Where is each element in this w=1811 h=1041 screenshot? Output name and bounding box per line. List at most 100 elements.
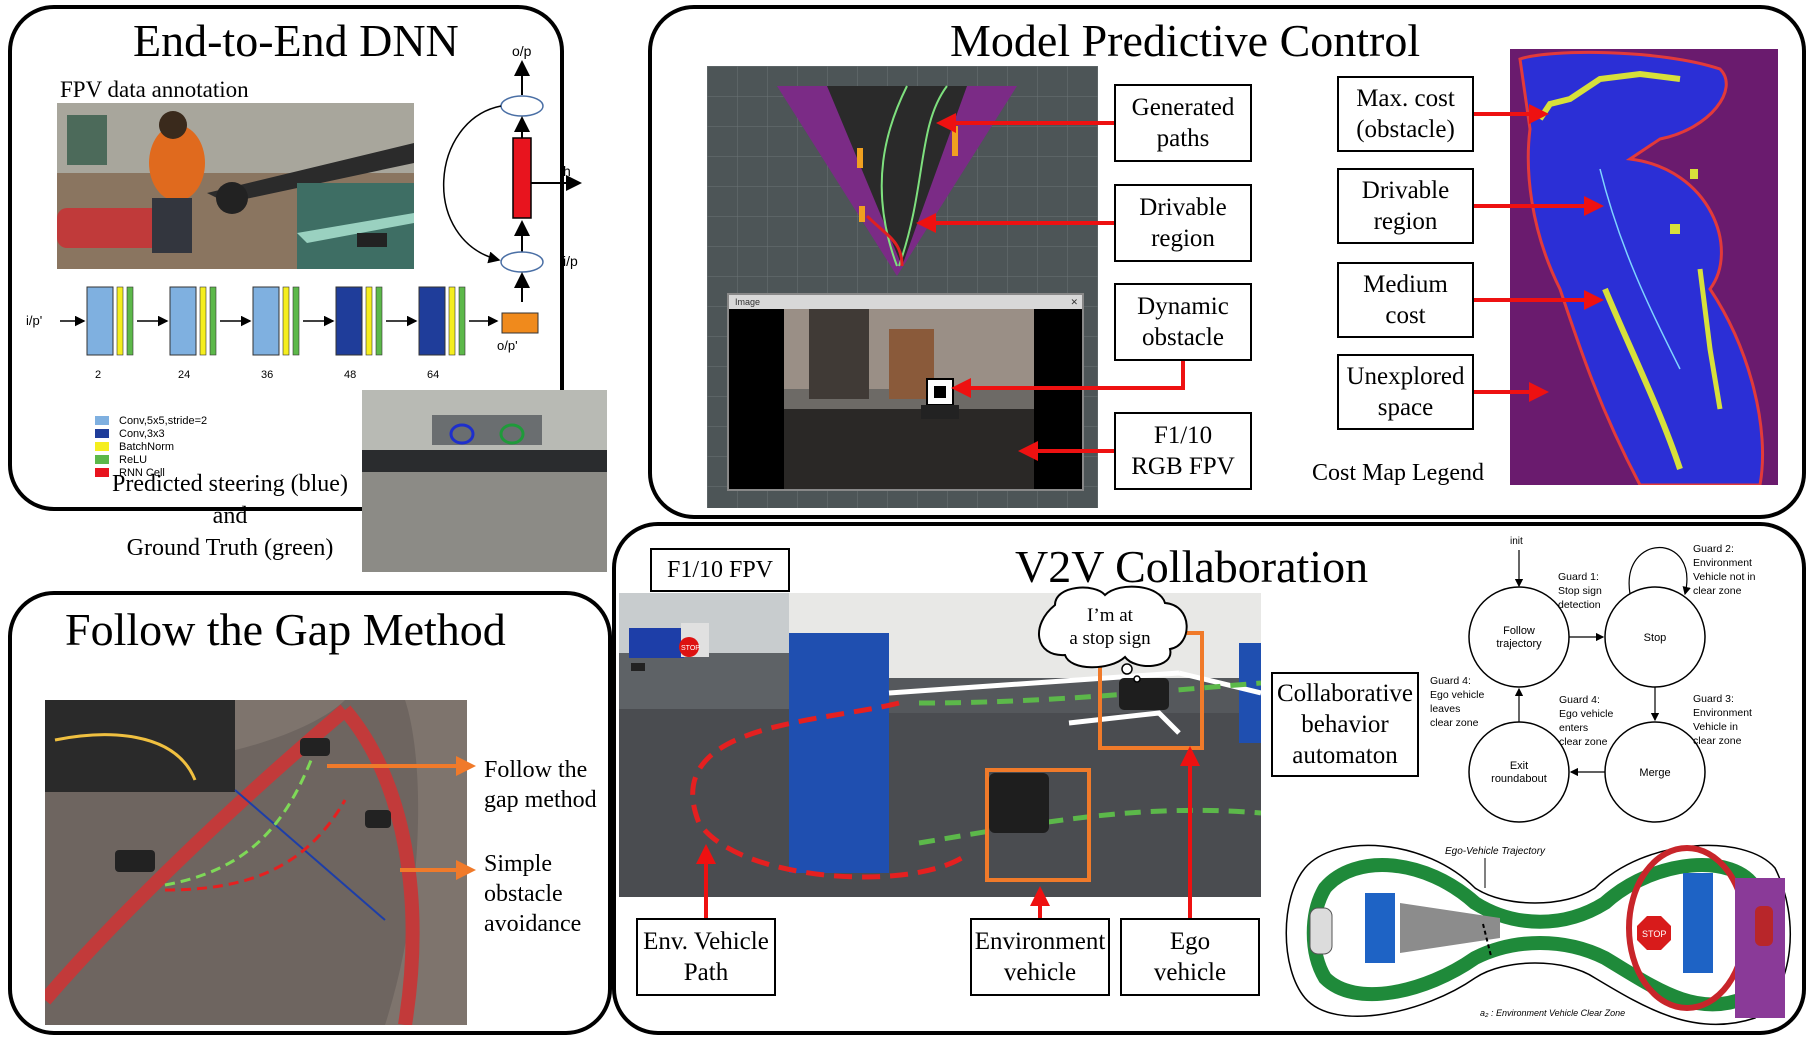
fpv-stop-sign <box>679 637 699 657</box>
cnn-conv-block <box>418 286 446 356</box>
legend-entry: Conv,3x3 <box>95 427 355 440</box>
cost-map <box>1510 49 1778 485</box>
cnn-relu-block <box>375 286 383 356</box>
clear-zone-label: a₂ : Environment Vehicle Clear Zone <box>1480 1008 1625 1018</box>
cnn-relu-block <box>209 286 217 356</box>
label-ego-vehicle: Ego vehicle <box>1120 918 1260 996</box>
costmap-drivable-region <box>1518 50 1764 485</box>
legend-label: Conv,5x5,stride=2 <box>119 414 208 427</box>
clear-zone-region <box>1735 878 1785 1018</box>
cnn-relu-block <box>458 286 466 356</box>
svg-text:STOP: STOP <box>681 645 700 652</box>
roundabout-track-diagram: STOP Ego-Vehicle Trajectory a₂ : Environ… <box>1285 844 1791 1026</box>
ego-trajectory-label: Ego-Vehicle Trajectory <box>1445 846 1546 857</box>
rnn-output-node <box>500 95 544 117</box>
cnn-relu-block <box>126 286 134 356</box>
rnn-cell-block <box>512 137 532 219</box>
label-medium-cost: Medium cost <box>1337 262 1474 338</box>
rnn-hidden-label: h <box>563 163 571 179</box>
cnn-channel-label: 48 <box>344 369 356 381</box>
v2v-scene-photo <box>619 593 1261 897</box>
follow-the-gap-photo <box>45 700 467 1025</box>
cnn-channel-label: 2 <box>95 369 101 381</box>
ego-vehicle <box>1119 678 1169 710</box>
legend-label: BatchNorm <box>119 440 175 453</box>
cnn-conv-block <box>252 286 280 356</box>
gap-title: Follow the Gap Method <box>65 604 506 655</box>
state-follow-trajectory <box>1468 586 1570 688</box>
legend-swatch <box>95 429 109 438</box>
cnn-conv-block <box>335 286 363 356</box>
label-costmap-drivable: Drivable region <box>1337 168 1474 244</box>
fpv-image-window[interactable]: Image ✕ <box>727 293 1084 491</box>
label-simple-obstacle-avoidance: Simple obstacle avoidance <box>484 851 582 937</box>
state-exit-roundabout <box>1468 721 1570 823</box>
cnn-channel-label: 64 <box>427 369 439 381</box>
cnn-batchnorm-block <box>199 286 207 356</box>
cnn-batchnorm-block <box>282 286 290 356</box>
speech-bubble <box>1038 585 1188 683</box>
cnn-relu-block <box>292 286 300 356</box>
fpv-annotation-label: FPV data annotation <box>60 77 249 102</box>
speech-bubble-text: I’m at a stop sign <box>1069 605 1151 649</box>
label-generated-paths: Generated paths <box>1114 84 1252 162</box>
rnn-cell-diagram: o/p h i/p <box>442 43 582 302</box>
cnn-output-block <box>501 312 539 334</box>
label-environment-vehicle: Environment vehicle <box>970 918 1110 996</box>
state-label-stop: Stop <box>1644 632 1667 644</box>
label-drivable-region: Drivable region <box>1114 184 1252 262</box>
fpv-hallway-scene <box>784 309 1034 489</box>
rnn-input-node <box>500 251 544 273</box>
environment-vehicle <box>989 773 1049 833</box>
v2v-title: V2V Collaboration <box>1015 541 1369 592</box>
ground-truth-marker <box>499 423 525 445</box>
track-stop-sign <box>1637 916 1671 950</box>
environment-vehicle-highlight <box>985 768 1091 882</box>
legend-swatch <box>95 442 109 451</box>
cnn-input-label: i/p' <box>26 313 42 328</box>
cnn-pipeline-diagram: i/p' 2 24 36 48 64 o/p' <box>26 286 539 381</box>
label-env-vehicle-path: Env. Vehicle Path <box>636 918 776 996</box>
cnn-conv-block <box>86 286 114 356</box>
cnn-conv-block <box>169 286 197 356</box>
fpv-annotation-photo <box>57 103 414 269</box>
legend-swatch <box>95 455 109 464</box>
close-icon[interactable]: ✕ <box>1070 297 1078 307</box>
legend-label: RNN Cell <box>119 466 165 479</box>
env-vehicle-path <box>690 700 971 880</box>
cnn-output-label: o/p' <box>497 338 518 353</box>
label-collaborative-automaton: Collaborative behavior automaton <box>1271 672 1419 777</box>
state-label-merge: Merge <box>1639 767 1670 779</box>
label-dynamic-obstacle: Dynamic obstacle <box>1114 283 1252 361</box>
steering-caption: Predicted steering (blue) and Ground Tru… <box>112 471 348 561</box>
steering-prediction-photo <box>362 390 607 572</box>
svg-text:STOP: STOP <box>1642 929 1666 939</box>
generated-path <box>880 85 908 267</box>
gap-lidar-inset <box>45 700 235 792</box>
obstacle-avoidance-path <box>164 799 347 892</box>
legend-swatch <box>95 416 109 425</box>
cnn-batchnorm-block <box>365 286 373 356</box>
rnn-input-label: i/p <box>563 253 578 269</box>
cnn-channel-label: 24 <box>178 369 190 381</box>
gap-ego-car <box>115 850 155 872</box>
legend-entry: RNN Cell <box>95 466 355 479</box>
gap-path <box>164 749 317 887</box>
v2v-fpv-photo: STOP <box>619 593 789 709</box>
fpv-window-titlebar[interactable]: Image ✕ <box>729 295 1082 309</box>
label-follow-the-gap: Follow the gap method <box>484 757 597 813</box>
rnn-recurrent-loop <box>442 105 502 264</box>
label-f110-fpv: F1/10 FPV <box>650 548 790 592</box>
stop-self-loop <box>1628 547 1691 596</box>
cost-map-legend-caption: Cost Map Legend <box>1312 460 1484 486</box>
legend-swatch <box>95 468 109 477</box>
cnn-channel-label: 36 <box>261 369 273 381</box>
legend-label: Conv,3x3 <box>119 427 165 440</box>
